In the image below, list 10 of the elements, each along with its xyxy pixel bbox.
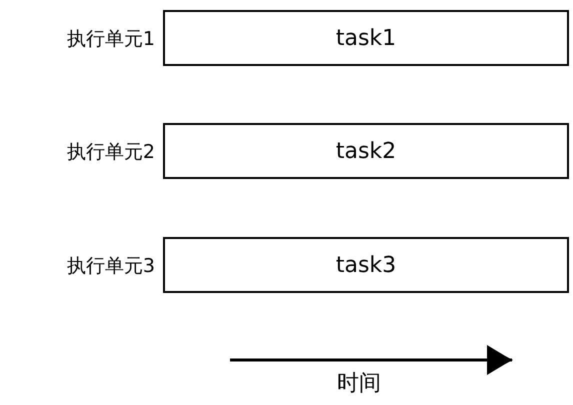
- task-label: task3: [336, 252, 396, 278]
- task-box: [163, 237, 569, 293]
- execution-unit-label: 执行单元1: [66, 27, 155, 52]
- task-box: [163, 123, 569, 179]
- task-label: task1: [336, 26, 396, 50]
- execution-unit-label: 执行单元3: [66, 254, 155, 279]
- execution-unit-label: 执行单元2: [66, 140, 155, 165]
- axis-label: 时间: [337, 370, 381, 398]
- task-box: [163, 10, 569, 66]
- task-label: task2: [336, 138, 396, 164]
